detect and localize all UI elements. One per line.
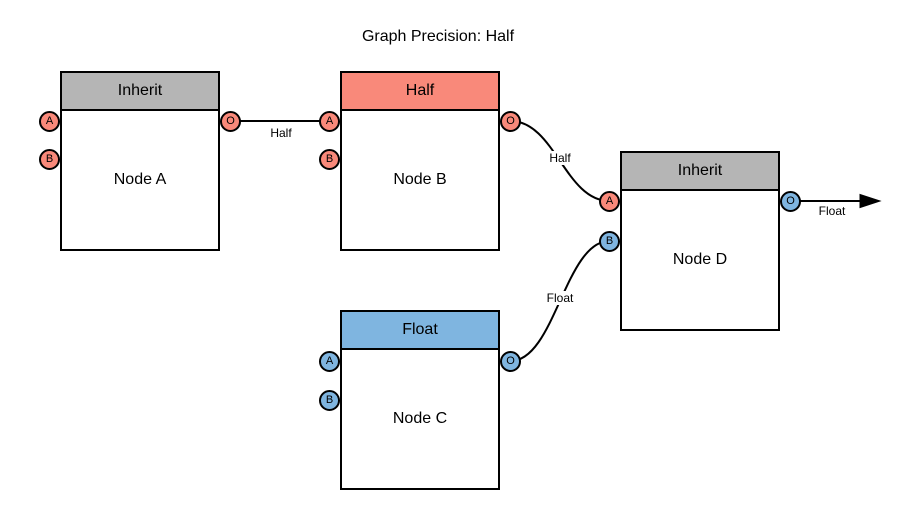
node-b-precision-label: Half xyxy=(405,82,435,99)
port-letter: A xyxy=(325,114,334,127)
edge-label-c-to-d: Float xyxy=(543,291,577,305)
port-letter: O xyxy=(226,114,235,127)
node-c-precision-label: Float xyxy=(402,321,438,338)
port-letter: O xyxy=(786,194,795,207)
port-letter: O xyxy=(506,354,515,367)
node-c: Float Node C xyxy=(340,310,500,490)
node-d-title: Node D xyxy=(672,251,728,268)
node-d-precision-label: Inherit xyxy=(677,162,723,179)
node-c-port-o: O xyxy=(500,350,521,372)
node-c-port-b: B xyxy=(319,389,340,411)
node-c-title: Node C xyxy=(392,410,448,427)
port-letter: O xyxy=(506,114,515,127)
node-d: Inherit Node D xyxy=(620,151,780,331)
node-d-port-b: B xyxy=(599,230,620,252)
diagram-title: Graph Precision: Half xyxy=(361,28,515,45)
node-b: Half Node B xyxy=(340,71,500,251)
node-b-body: Node B xyxy=(342,111,498,249)
port-letter: A xyxy=(605,194,614,207)
edge-label-b-to-d: Half xyxy=(546,151,574,165)
node-c-port-a: A xyxy=(319,350,340,372)
node-a-port-a: A xyxy=(39,110,60,132)
node-a-body: Node A xyxy=(62,111,218,249)
node-a-port-b: B xyxy=(39,148,60,170)
node-d-port-a: A xyxy=(599,190,620,212)
node-a: Inherit Node A xyxy=(60,71,220,251)
node-c-precision-header: Float xyxy=(342,312,498,350)
node-d-port-o: O xyxy=(780,190,801,212)
arrowhead-icon xyxy=(859,193,882,209)
edge-label-a-to-b: Half xyxy=(267,126,295,140)
node-b-title: Node B xyxy=(393,171,447,188)
port-letter: A xyxy=(45,114,54,127)
node-d-body: Node D xyxy=(622,191,778,329)
node-b-port-a: A xyxy=(319,110,340,132)
node-c-body: Node C xyxy=(342,350,498,488)
port-letter: B xyxy=(605,234,614,247)
port-letter: A xyxy=(325,354,334,367)
node-a-title: Node A xyxy=(113,171,167,188)
node-b-port-o: O xyxy=(500,110,521,132)
port-letter: B xyxy=(325,152,334,165)
node-b-port-b: B xyxy=(319,148,340,170)
node-a-port-o: O xyxy=(220,110,241,132)
node-d-precision-header: Inherit xyxy=(622,153,778,191)
node-a-precision-header: Inherit xyxy=(62,73,218,111)
edge-label-d-output: Float xyxy=(815,204,849,218)
port-letter: B xyxy=(325,393,334,406)
node-a-precision-label: Inherit xyxy=(117,82,163,99)
node-b-precision-header: Half xyxy=(342,73,498,111)
port-letter: B xyxy=(45,152,54,165)
